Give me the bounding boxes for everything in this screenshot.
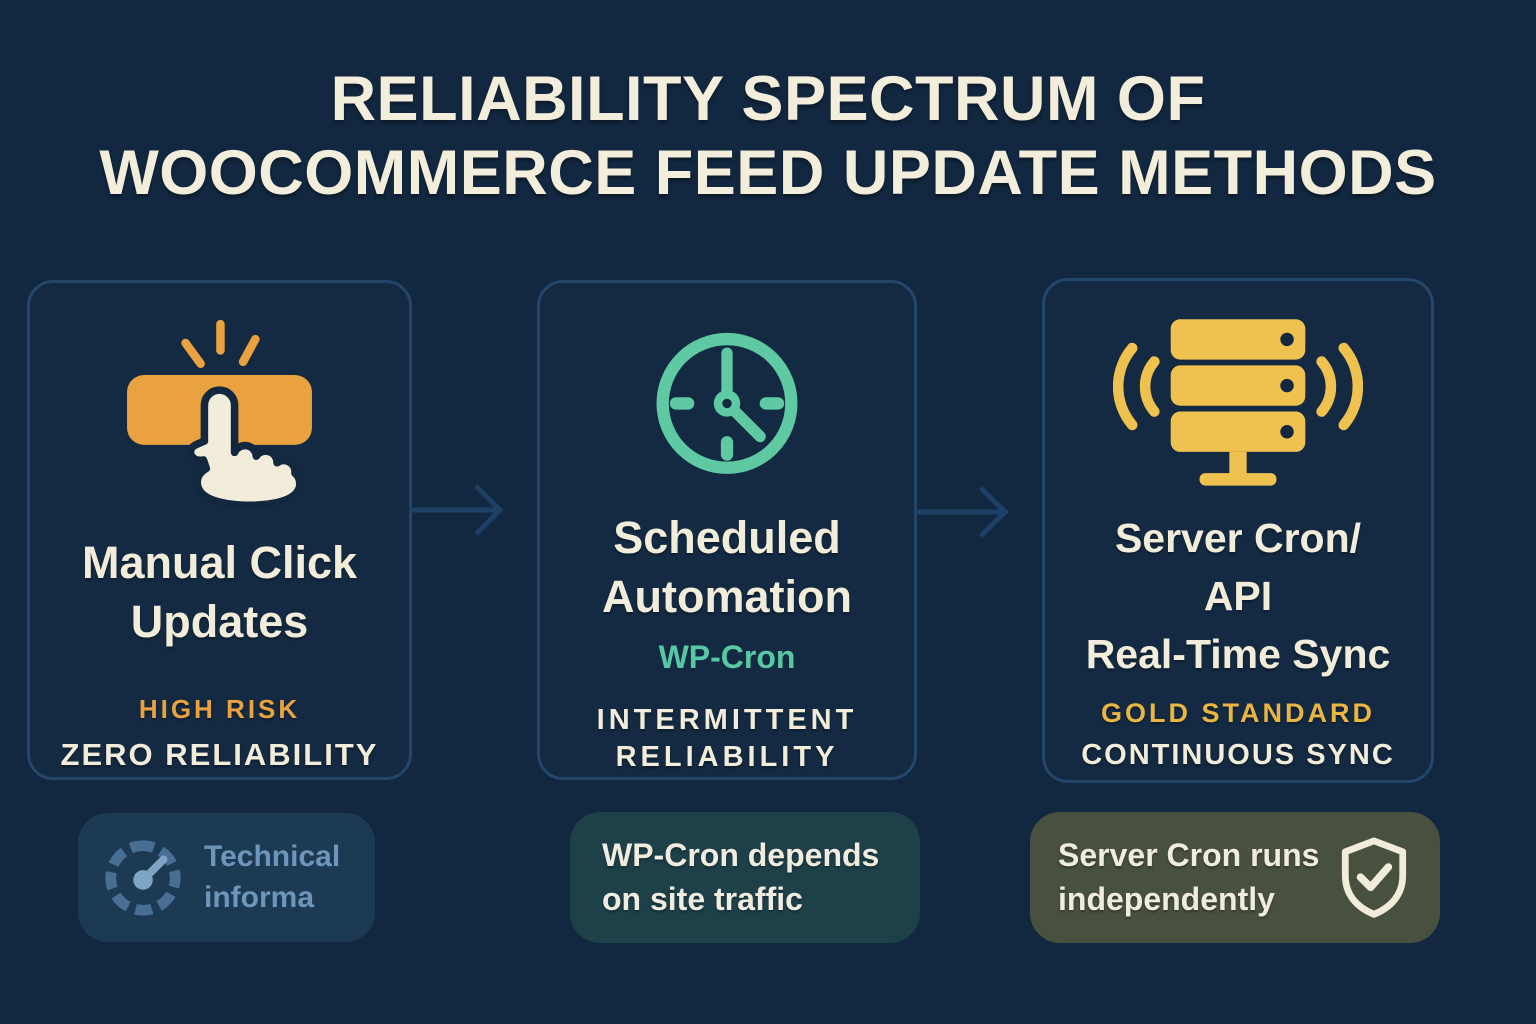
card-manual-click-updates: Manual Click Updates HIGH RISK ZERO RELI… bbox=[27, 280, 412, 780]
note-wp-cron-traffic: WP-Cron depends on site traffic bbox=[570, 812, 920, 943]
gold-standard-badge: GOLD STANDARD bbox=[1101, 697, 1375, 728]
arrow-right-icon bbox=[915, 486, 1009, 538]
card-title: Scheduled Automation bbox=[602, 511, 852, 623]
gauge-icon bbox=[105, 839, 181, 916]
risk-badge: HIGH RISK bbox=[138, 693, 301, 724]
note-text: WP-Cron depends on site traffic bbox=[602, 837, 880, 917]
click-button-icon bbox=[127, 319, 312, 509]
clock-icon bbox=[656, 332, 798, 474]
server-sync-icon bbox=[1113, 319, 1363, 486]
wp-cron-tag: WP-Cron bbox=[658, 638, 796, 675]
card-title: Manual Click Updates bbox=[81, 537, 358, 648]
note-text: Technical informa bbox=[204, 840, 341, 914]
reliability-label: INTERMITTENT RELIABILITY bbox=[596, 703, 858, 774]
reliability-label: CONTINUOUS SYNC bbox=[1081, 738, 1395, 771]
shield-check-icon bbox=[1341, 836, 1407, 918]
card-scheduled-automation: Scheduled Automation WP-Cron INTERMITTEN… bbox=[537, 280, 917, 780]
card-title: Server Cron/ API Real-Time Sync bbox=[1085, 515, 1391, 678]
reliability-label: ZERO RELIABILITY bbox=[60, 736, 379, 772]
page-title: RELIABILITY SPECTRUM OF WOOCOMMERCE FEED… bbox=[0, 62, 1536, 211]
card-server-cron-api: Server Cron/ API Real-Time Sync GOLD STA… bbox=[1042, 278, 1434, 783]
title-line-2: WOOCOMMERCE FEED UPDATE METHODS bbox=[99, 138, 1437, 209]
note-server-cron-independent: Server Cron runs independently bbox=[1030, 812, 1440, 943]
title-line-1: RELIABILITY SPECTRUM OF bbox=[330, 64, 1206, 134]
note-text: Server Cron runs independently bbox=[1058, 837, 1320, 917]
note-technical-info: Technical informa bbox=[78, 813, 375, 942]
arrow-right-icon bbox=[410, 484, 504, 536]
